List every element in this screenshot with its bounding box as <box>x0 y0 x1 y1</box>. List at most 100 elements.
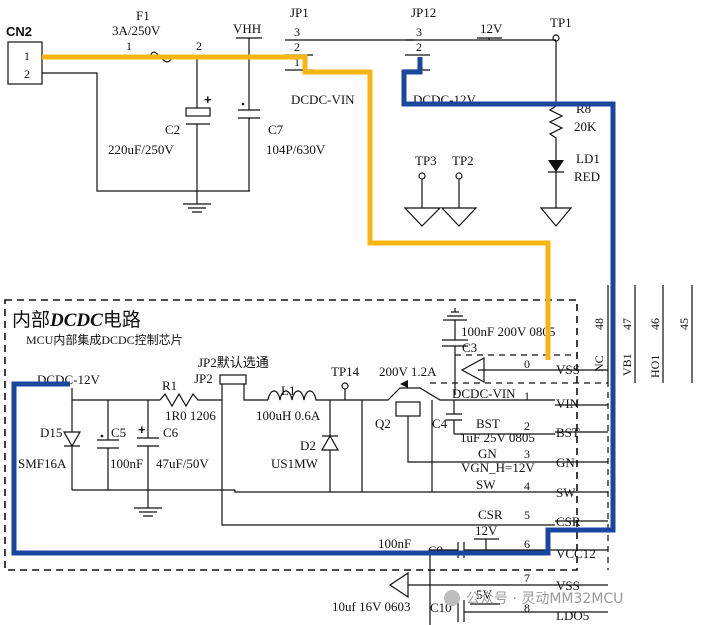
svg-text:VCC12: VCC12 <box>556 546 596 561</box>
d2-ref: D2 <box>300 438 316 453</box>
svg-text:3: 3 <box>524 447 530 461</box>
l1-ref: L1 <box>281 383 295 398</box>
bst-net-label: BST <box>476 416 500 431</box>
connector-cn2: CN2 1 2 <box>6 24 43 85</box>
c4-value: 1uF 25V 0805 <box>460 430 535 445</box>
ground-triangle-c3 <box>460 356 485 384</box>
svg-text:SW: SW <box>556 485 576 500</box>
svg-text:3: 3 <box>294 25 300 39</box>
q2-ref: Q2 <box>375 416 391 431</box>
r1-ref: R1 <box>162 378 177 393</box>
net-12v-inner: 12V <box>475 523 498 538</box>
svg-text:BST: BST <box>556 425 580 440</box>
capacitor-c6 <box>137 400 159 490</box>
fuse-ref: F1 <box>136 8 150 23</box>
svg-text:2: 2 <box>294 40 300 54</box>
c10-value: 10uf 16V 0603 <box>332 599 410 614</box>
inner-dcdc-vin-label: DCDC-VIN <box>452 386 516 401</box>
capacitor-c7: C7 104P/630V <box>238 57 326 191</box>
l1-value: 100uH 0.6A <box>256 408 321 423</box>
svg-text:2: 2 <box>416 40 422 54</box>
tp1-label: TP1 <box>550 15 572 30</box>
mcu-top-pins: 48 47 46 45 NC VB1 HO1 <box>592 285 693 383</box>
svg-text:47: 47 <box>620 318 634 330</box>
svg-text:45: 45 <box>677 318 691 330</box>
tp2-label: TP2 <box>452 153 474 168</box>
c2-value: 220uF/250V <box>108 142 174 157</box>
tp3-label: TP3 <box>415 153 437 168</box>
capacitor-c5 <box>97 400 119 490</box>
csr-net-label: CSR <box>478 507 503 522</box>
r1-value: 1R0 1206 <box>165 408 216 423</box>
d2-value: US1MW <box>271 456 319 471</box>
c10-ref: C10 <box>430 600 452 615</box>
fuse-value: 3A/250V <box>112 23 161 38</box>
c4-ref: C4 <box>432 416 448 431</box>
watermark-text: 公众号 · 灵动MM32MCU <box>466 591 623 607</box>
svg-text:1: 1 <box>294 55 300 69</box>
vgn-label: VGN_H=12V <box>461 460 535 475</box>
mosfet-q2 <box>395 401 421 417</box>
d15-ref: D15 <box>40 425 62 440</box>
c5-value: 100nF <box>110 456 143 471</box>
svg-text:4: 4 <box>524 479 530 493</box>
tp14-label: TP14 <box>331 364 360 379</box>
led-ld1 <box>548 160 564 172</box>
svg-text:1: 1 <box>524 389 530 403</box>
svg-text:CSR: CSR <box>556 514 581 529</box>
c9-value: 100nF <box>378 536 411 551</box>
svg-text:内部DCDC电路: 内部DCDC电路 <box>12 309 141 331</box>
watermark: 公众号 · 灵动MM32MCU <box>444 590 623 607</box>
capacitor-c2: + C2 220uF/250V <box>108 57 212 191</box>
jumper-jp2 <box>219 374 247 385</box>
output-highlight-path <box>11 57 616 556</box>
svg-text:VSS: VSS <box>556 362 580 377</box>
block-title: 内部DCDC电路 MCU内部集成DCDC控制芯片 <box>12 309 183 347</box>
sw-net-label: SW <box>476 477 496 492</box>
diode-d15 <box>62 400 82 490</box>
r8-value: 20K <box>574 119 597 134</box>
c3-ref: C3 <box>462 340 477 355</box>
ld1-ref: LD1 <box>576 151 600 166</box>
ld1-value: RED <box>574 169 600 184</box>
svg-text:VB1: VB1 <box>620 353 634 376</box>
svg-text:+: + <box>138 422 146 437</box>
svg-text:GN: GN <box>556 455 575 470</box>
q2-rating: 200V 1.2A <box>379 364 437 379</box>
svg-text:8: 8 <box>524 601 530 615</box>
svg-text:2: 2 <box>524 419 530 433</box>
gn-net-label: GN <box>478 446 497 461</box>
block-subtitle: MCU内部集成DCDC控制芯片 <box>26 332 183 347</box>
capacitor-c10 <box>457 600 555 622</box>
svg-text:VIN: VIN <box>556 396 580 411</box>
svg-text:6: 6 <box>524 537 530 551</box>
svg-text:3: 3 <box>416 25 422 39</box>
vhh-label: VHH <box>233 21 261 36</box>
cn2-ref: CN2 <box>6 24 32 39</box>
capacitor-c9 <box>430 542 555 558</box>
diode-d2 <box>320 400 340 492</box>
c6-ref: C6 <box>163 425 179 440</box>
svg-text:+: + <box>204 92 212 107</box>
svg-text:48: 48 <box>592 318 606 330</box>
c3-value: 100nF 200V 0805 <box>461 324 555 339</box>
fuse-pin1: 1 <box>126 39 132 53</box>
svg-text:46: 46 <box>648 318 662 330</box>
c5-ref: C5 <box>111 425 126 440</box>
wechat-icon <box>444 590 460 606</box>
fuse-pin2: 2 <box>196 39 202 53</box>
resistor-r1 <box>159 392 222 408</box>
inductor-l1 <box>267 390 362 401</box>
svg-text:0: 0 <box>524 357 530 371</box>
vin-highlight-path <box>42 54 551 360</box>
d15-value: SMF16A <box>18 456 67 471</box>
cn2-pin2: 2 <box>24 67 30 81</box>
net-12v-top: 12V <box>480 21 503 36</box>
ground-triangle-ld1 <box>539 207 573 227</box>
jp2-ref: JP2 <box>194 371 213 386</box>
svg-text:5: 5 <box>524 508 530 522</box>
cn2-pin1: 1 <box>24 49 30 63</box>
svg-text:7: 7 <box>524 571 530 585</box>
